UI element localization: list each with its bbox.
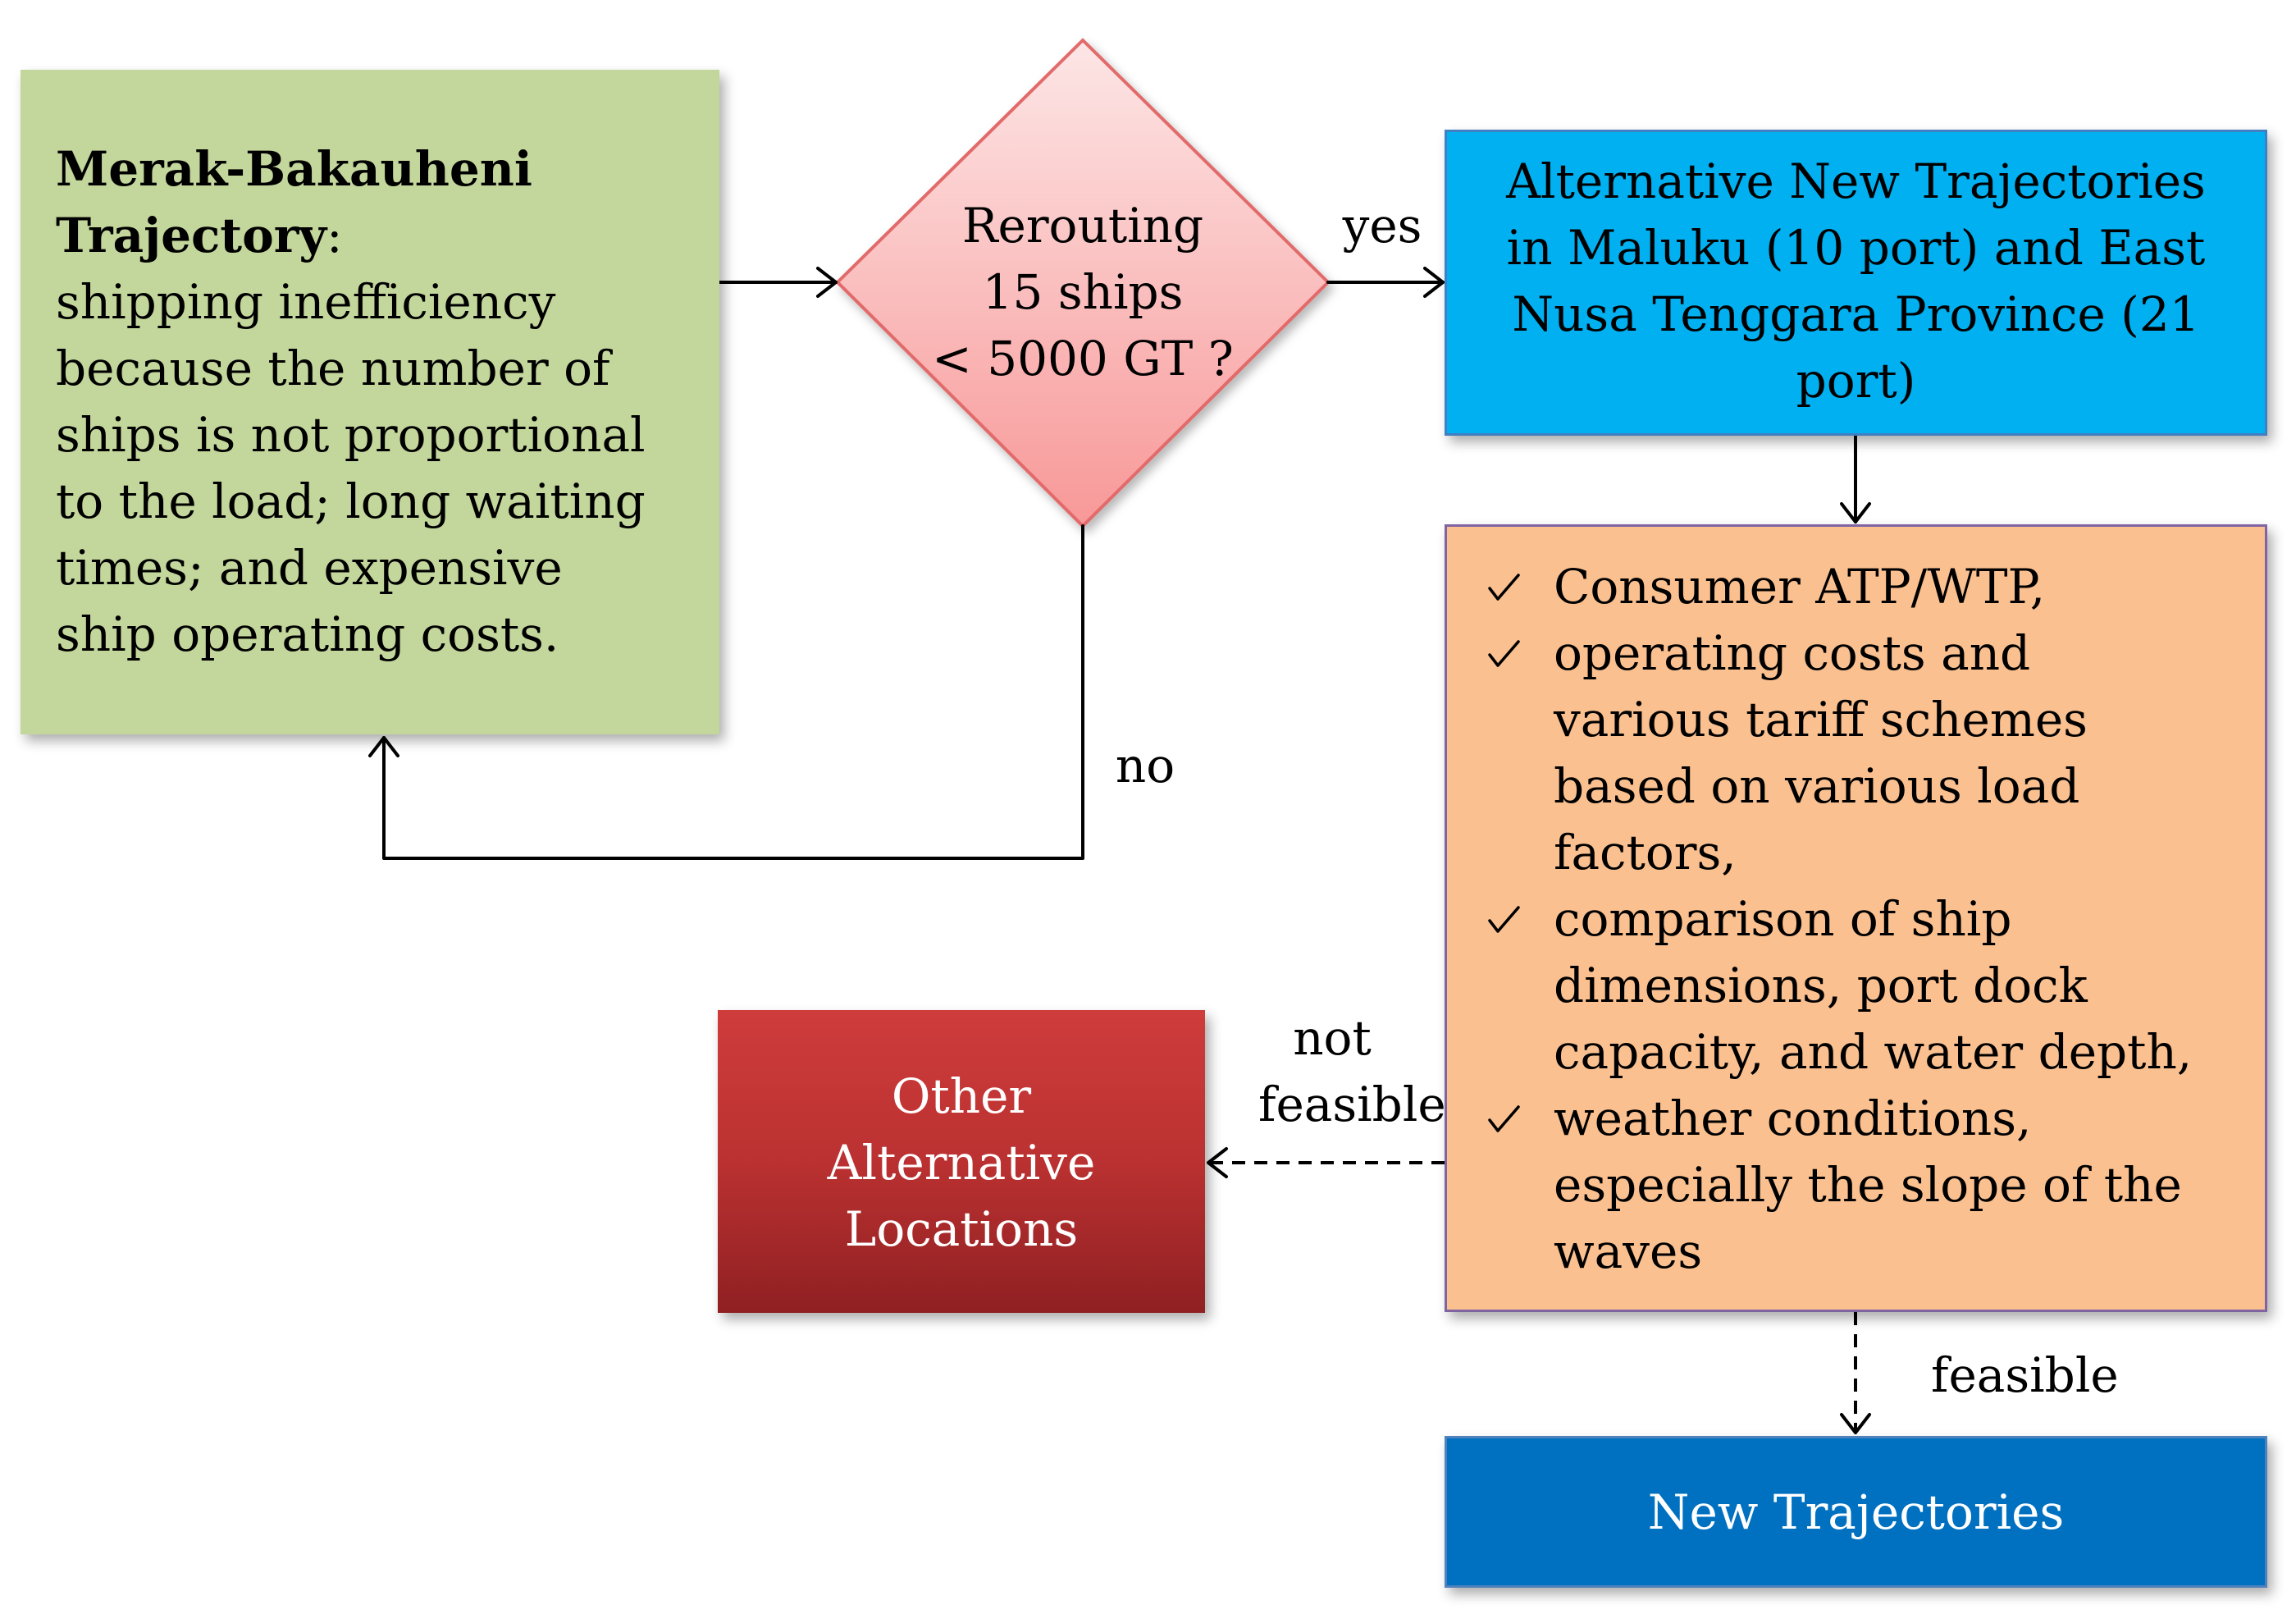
arrow-not-feasible [1207,1147,1445,1178]
other-locations-line: Locations [844,1201,1079,1257]
other-locations-box [718,1010,1205,1313]
problem-line: times; and expensive [56,540,563,596]
decision-line: 15 ships [982,264,1184,320]
other-locations-line: Alternative [827,1135,1096,1191]
decision-line: Rerouting [961,198,1204,254]
arrow-yes [1326,267,1445,298]
problem-line: to the load; long waiting [56,473,646,529]
problem-line: ships is not proportional [56,407,646,463]
other-locations-text: Other Alternative Locations [718,1063,1205,1263]
criteria-item-text: operating costs and various tariff schem… [1554,620,2088,886]
decision-line: < 5000 GT ? [932,331,1234,386]
criteria-line: waves [1554,1223,1703,1279]
check-icon [1487,620,1554,687]
criteria-item: Consumer ATP/WTP, [1487,554,2192,620]
alternatives-line: port) [1796,353,1916,409]
criteria-item: operating costs and various tariff schem… [1487,620,2192,886]
check-icon [1487,1086,1554,1152]
new-trajectories-label: New Trajectories [1647,1484,2065,1540]
arrow-alternatives-to-criteria [1840,434,1871,524]
check-icon [1487,886,1554,953]
problem-title-cont: Trajectory [56,208,327,263]
criteria-box [1445,524,2267,1312]
criteria-item: comparison of ship dimensions, port dock… [1487,886,2192,1086]
alternatives-line: Alternative New Trajectories [1506,153,2206,209]
criteria-line: comparison of ship [1554,891,2012,947]
problem-title: Merak-Bakauheni [56,141,532,197]
edge-label-line: feasible [1258,1077,1446,1132]
problem-line: ship operating costs. [56,606,559,662]
alternatives-text: Alternative New Trajectories in Maluku (… [1445,149,2267,414]
criteria-list: Consumer ATP/WTP, operating costs and va… [1487,554,2192,1285]
problem-box [21,70,719,734]
problem-title-line-2: Trajectory: [56,203,646,269]
criteria-line: based on various load [1554,758,2080,814]
criteria-line: operating costs and [1554,625,2031,681]
alternatives-box [1445,130,2267,436]
problem-title-suffix: : [326,208,343,263]
criteria-item-text: comparison of ship dimensions, port dock… [1554,886,2192,1086]
criteria-line: especially the slope of the [1554,1157,2182,1213]
decision-text: Rerouting 15 ships < 5000 GT ? [919,193,1247,392]
edge-label-no: no [1115,738,1175,793]
edge-label-not-feasible: not feasible [1258,1005,1446,1138]
alternatives-line: in Maluku (10 port) and East [1506,220,2206,276]
criteria-item: weather conditions, especially the slope… [1487,1086,2192,1285]
criteria-item-text: Consumer ATP/WTP, [1554,554,2045,620]
problem-line: because the number of [56,341,610,396]
problem-text: Merak-Bakauheni Trajectory: shipping ine… [56,136,646,668]
criteria-line: factors, [1554,825,1737,880]
arrow-no-loop [368,524,1084,860]
new-trajectories-box: New Trajectories [1445,1436,2267,1588]
arrow-feasible [1840,1312,1871,1434]
other-locations-line: Other [891,1068,1032,1124]
edge-label-line: not [1293,1010,1372,1066]
criteria-line: dimensions, port dock [1554,958,2088,1013]
criteria-line: Consumer ATP/WTP, [1554,559,2046,615]
alternatives-line: Nusa Tenggara Province (21 [1512,286,2200,342]
problem-line: shipping inefficiency [56,274,556,330]
criteria-line: weather conditions, [1554,1090,2032,1146]
edge-label-feasible: feasible [1931,1347,2119,1403]
check-icon [1487,554,1554,620]
arrow-problem-to-decision [718,267,838,298]
criteria-line: capacity, and water depth, [1554,1024,2193,1080]
criteria-line: various tariff schemes [1554,692,2088,748]
edge-label-yes: yes [1342,198,1422,254]
criteria-item-text: weather conditions, especially the slope… [1554,1086,2182,1285]
